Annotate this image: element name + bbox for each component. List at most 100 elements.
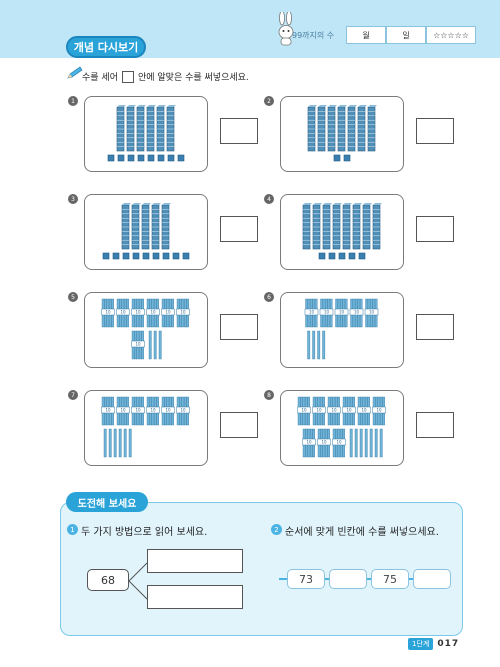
bundle-tie: [319, 308, 334, 316]
ten-rod: [166, 105, 176, 152]
bundle-label: 10: [339, 310, 345, 315]
stick-bundle: 10: [131, 396, 145, 426]
problem-number: 3: [68, 194, 78, 204]
stick-bundle: 10: [304, 298, 319, 328]
bundle-label: 10: [306, 440, 312, 445]
stick-bundle: 10: [101, 298, 115, 328]
unit-cube: [102, 252, 110, 260]
question-1-number: 1: [67, 524, 78, 535]
ten-rod: [312, 203, 322, 250]
bundle-tie: [304, 308, 319, 316]
single-stick: [128, 428, 132, 458]
bundle-label: 10: [165, 310, 171, 315]
bundle-label: 10: [135, 310, 141, 315]
question-2-text: 순서에 맞게 빈칸에 수를 써넣으세요.: [285, 527, 439, 538]
page-number: 017: [437, 639, 460, 649]
day-field: 일: [386, 26, 426, 44]
bundle-tie: [349, 308, 364, 316]
stick-bundle: 10: [116, 298, 130, 328]
unit-cube: [122, 252, 130, 260]
problem-picture: [107, 105, 185, 162]
ten-rod: [337, 105, 347, 152]
stick-bundle: 10: [146, 396, 160, 426]
answer-box[interactable]: [416, 412, 454, 438]
answer-box[interactable]: [416, 216, 454, 242]
bundle-tie: [176, 406, 190, 414]
unit-cube: [127, 154, 135, 162]
unit-cube: [152, 252, 160, 260]
ten-rod: [131, 203, 141, 250]
unit-cube: [117, 154, 125, 162]
rabbit-mascot-icon: [278, 12, 294, 46]
bundle-tie: [131, 340, 145, 348]
answer-box[interactable]: [220, 412, 258, 438]
ten-rod: [342, 203, 352, 250]
bundle-label: 10: [369, 310, 375, 315]
page-footer: 1단계 017: [408, 638, 459, 650]
reading-answer-2[interactable]: [147, 585, 243, 609]
ten-rod: [116, 105, 126, 152]
sequence-blank-4[interactable]: [413, 569, 451, 589]
unit-cube: [167, 154, 175, 162]
problem-3: 3: [68, 194, 289, 270]
instruction-after: 안에 알맞은 수를 써넣으세요.: [137, 73, 249, 83]
ten-rod: [332, 203, 342, 250]
answer-box[interactable]: [220, 216, 258, 242]
stick-bundle: 10: [116, 396, 130, 426]
single-stick: [359, 428, 363, 458]
bundle-label: 10: [105, 408, 111, 413]
ten-rod-top: [167, 105, 176, 107]
ten-rod-top: [137, 105, 146, 107]
bundle-label: 10: [331, 408, 337, 413]
question-1-text: 두 가지 방법으로 읽어 보세요.: [81, 527, 208, 538]
unit-cube: [162, 252, 170, 260]
ten-rod-top: [343, 203, 352, 205]
ten-rod-top: [313, 203, 322, 205]
sequence-blank-2[interactable]: [329, 569, 367, 589]
bundle-label: 10: [135, 408, 141, 413]
unit-badge: 1단계: [408, 638, 434, 650]
problem-picture-card: [84, 194, 208, 270]
ten-rod-top: [117, 105, 126, 107]
stick-bundle: 10: [131, 298, 145, 328]
ten-rod: [357, 105, 367, 152]
problem-number: 2: [264, 96, 274, 106]
ten-rod-top: [338, 105, 347, 107]
ten-rod: [156, 105, 166, 152]
ten-rod: [347, 105, 357, 152]
stick-bundle: 10: [297, 396, 311, 426]
concept-review-badge: 개념 다시보기: [66, 36, 146, 58]
bundle-tie: [176, 308, 190, 316]
bundle-tie: [317, 438, 331, 446]
answer-box[interactable]: [220, 314, 258, 340]
unit-cube: [343, 154, 351, 162]
ten-rod: [307, 105, 317, 152]
answer-box[interactable]: [220, 118, 258, 144]
stick-bundle: 10: [146, 298, 160, 328]
bundle-tie: [101, 308, 115, 316]
bundle-label: 10: [301, 408, 307, 413]
ten-rod-top: [147, 105, 156, 107]
instruction: 수를 세어 안에 알맞은 수를 써넣으세요.: [82, 70, 249, 83]
answer-box[interactable]: [416, 314, 454, 340]
bundle-label: 10: [324, 310, 330, 315]
reading-answer-1[interactable]: [147, 549, 243, 573]
single-stick: [364, 428, 368, 458]
challenge-section: 1 두 가지 방법으로 읽어 보세요. 68 2 순서에 맞게 빈칸에 수를 써…: [60, 502, 463, 636]
bundle-tie: [131, 308, 145, 316]
rating-stars: ☆☆☆☆☆: [426, 26, 476, 44]
problem-picture: [302, 203, 382, 260]
problem-picture-card: [280, 194, 404, 270]
problem-picture: [102, 203, 190, 260]
ten-rod-top: [152, 203, 161, 205]
bundle-tie: [161, 406, 175, 414]
question-1: 1 두 가지 방법으로 읽어 보세요.: [67, 523, 207, 538]
bundle-tie: [364, 308, 379, 316]
stick-bundle: 10: [372, 396, 386, 426]
bundle-label: 10: [150, 310, 156, 315]
stick-bundle: 10: [349, 298, 364, 328]
answer-box[interactable]: [416, 118, 454, 144]
unit-cube: [137, 154, 145, 162]
